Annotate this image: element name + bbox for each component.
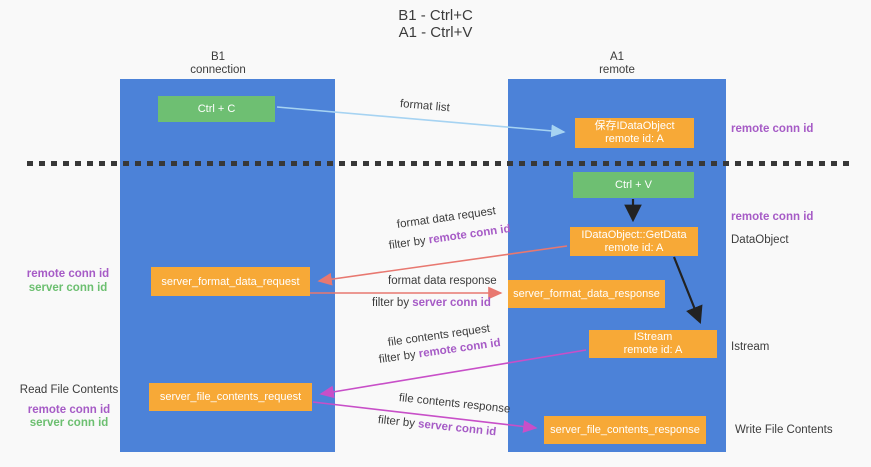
- file-contents-response-filter-label: filter by server conn id: [377, 414, 496, 438]
- left-column-header: B1 connection: [168, 51, 268, 77]
- right-column-name: A1: [609, 51, 625, 63]
- istream-line2: remote id: A: [623, 344, 683, 356]
- left-format-remote-conn-id: remote conn id: [26, 268, 110, 280]
- file-contents-response-label: file contents response: [398, 392, 511, 416]
- filter-key-server-conn-id: server conn id: [417, 418, 497, 439]
- format-list-label: format list: [399, 98, 451, 115]
- read-file-contents-label: Read File Contents: [19, 384, 119, 396]
- server-format-data-response-box: server_format_data_response: [508, 280, 665, 308]
- dataobject-label: DataObject: [731, 234, 789, 246]
- right-column-header: A1 remote: [567, 51, 667, 77]
- istream-line1: IStream: [633, 331, 673, 343]
- save-idataobject-line2: remote id: A: [605, 133, 664, 145]
- server-format-data-request-box: server_format_data_request: [151, 267, 310, 296]
- format-data-response-label: format data response: [388, 275, 497, 287]
- left-file-remote-conn-id: remote conn id: [27, 403, 111, 416]
- left-file-server-conn-id: server conn id: [29, 417, 109, 429]
- right-mid-remote-conn-id: remote conn id: [731, 211, 814, 223]
- left-format-conn-ids: remote conn id server conn id: [18, 268, 118, 295]
- right-top-remote-conn-id: remote conn id: [731, 123, 814, 135]
- title-line-2: A1 - Ctrl+V: [398, 24, 473, 41]
- right-column-role: remote: [599, 64, 635, 76]
- getdata-line1: IDataObject::GetData: [581, 228, 687, 241]
- filter-prefix: filter by: [378, 348, 420, 366]
- istream-label: Istream: [731, 341, 770, 353]
- title-line-1: B1 - Ctrl+C: [398, 7, 473, 24]
- filter-prefix: filter by: [377, 414, 419, 431]
- save-idataobject-box: 保存IDataObject remote id: A: [575, 118, 694, 148]
- write-file-contents-label: Write File Contents: [735, 424, 833, 436]
- ctrl-c-box: Ctrl + C: [158, 96, 275, 122]
- filter-key-server-conn-id: server conn id: [412, 297, 491, 309]
- diagram-title: B1 - Ctrl+C A1 - Ctrl+V: [0, 7, 871, 41]
- server-file-contents-response-box: server_file_contents_response: [544, 416, 706, 444]
- format-data-response-filter-label: filter by server conn id: [372, 297, 491, 309]
- filter-prefix: filter by: [388, 234, 430, 252]
- server-file-contents-request-box: server_file_contents_request: [149, 383, 312, 411]
- filter-prefix: filter by: [372, 297, 413, 309]
- idataobject-getdata-box: IDataObject::GetData remote id: A: [570, 227, 698, 256]
- getdata-line2: remote id: A: [604, 241, 664, 254]
- session-separator-dashed-line: [27, 161, 849, 166]
- left-column-role: connection: [190, 64, 246, 76]
- left-file-annotations: Read File Contents remote conn id server…: [14, 384, 124, 431]
- save-idataobject-line1: 保存IDataObject: [594, 120, 675, 132]
- ctrl-v-box: Ctrl + V: [573, 172, 694, 198]
- filter-key-remote-conn-id: remote conn id: [428, 222, 512, 247]
- istream-box: IStream remote id: A: [589, 330, 717, 358]
- left-column-name: B1: [210, 51, 226, 63]
- left-format-server-conn-id: server conn id: [28, 281, 108, 294]
